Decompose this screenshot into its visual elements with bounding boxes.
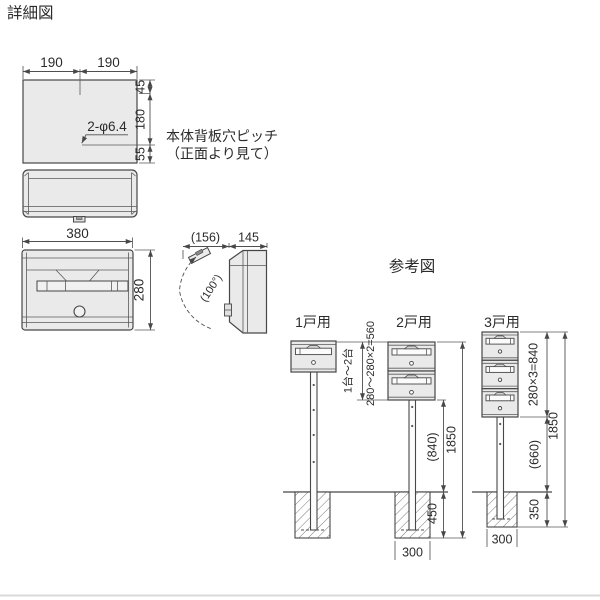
label-2-unit: 2戸用 xyxy=(396,314,432,330)
dim-450: 450 xyxy=(426,503,440,524)
dim-840: (840) xyxy=(426,432,440,461)
mailbox-unit xyxy=(387,341,436,372)
mailbox-unit xyxy=(290,340,337,373)
open-angle-label: (100°) xyxy=(198,272,224,304)
rear-note-line2: （正面より見て） xyxy=(166,146,278,162)
rear-panel-view: 190 190 45 180 55 2-φ6.4 本体背板穴ピッチ （正面より見… xyxy=(22,55,278,164)
dim-190-left: 190 xyxy=(40,55,63,70)
column-2-unit: 1台～2台 280～280×2=560 (840) 450 1850 300 xyxy=(336,321,466,560)
dim-stack-3: 280×3=840 xyxy=(527,343,541,406)
dim-300-2: 300 xyxy=(402,546,423,560)
rear-note-line1: 本体背板穴ピッチ xyxy=(166,128,278,144)
lock-circle xyxy=(73,305,86,318)
reference-title: 参考図 xyxy=(389,258,436,276)
dim-180: 180 xyxy=(134,109,148,130)
top-view-outline xyxy=(22,169,138,218)
latch-tab-detail xyxy=(76,216,83,220)
reference-figure: 参考図 1戸用 2戸用 3戸用 xyxy=(283,258,568,560)
dim-660: (660) xyxy=(528,440,542,469)
label-1-unit: 1戸用 xyxy=(295,314,331,330)
dim-stack-2: 280～280×2=560 xyxy=(365,321,377,406)
door-open-flap xyxy=(187,246,212,265)
dim-55: 55 xyxy=(134,147,148,161)
column-1-unit xyxy=(290,340,337,539)
dim-1850-2: 1850 xyxy=(445,426,459,454)
front-view: 380 280 xyxy=(21,226,155,331)
mail-slot xyxy=(36,280,129,292)
dim-280: 280 xyxy=(132,279,147,302)
flap-slopes xyxy=(55,269,100,282)
dim-units-range: 1台～2台 xyxy=(341,348,355,393)
post-holes xyxy=(499,422,502,446)
extension-lines xyxy=(486,331,568,547)
dim-350: 350 xyxy=(528,499,542,520)
column-3-unit: 280×3=840 (660) 350 1850 300 xyxy=(481,331,568,547)
dim-380: 380 xyxy=(66,226,89,241)
corner-marks xyxy=(24,172,136,215)
mail-slot-dividers xyxy=(46,281,118,291)
mount-post xyxy=(309,371,318,531)
mount-post xyxy=(496,416,505,520)
dim-300-3: 300 xyxy=(492,533,513,547)
post-holes xyxy=(411,405,414,428)
page-title: 詳細図 xyxy=(7,4,54,22)
dim-45: 45 xyxy=(134,80,148,94)
label-3-unit: 3戸用 xyxy=(484,314,520,330)
mailbox-unit xyxy=(387,370,436,401)
side-body-lines xyxy=(229,250,267,333)
post-holes xyxy=(312,383,315,464)
mailbox-unit xyxy=(481,359,519,390)
side-view: (156) 145 (100°) xyxy=(179,231,268,334)
dim-156: (156) xyxy=(191,231,220,245)
dim-190-right: 190 xyxy=(97,55,120,70)
side-body xyxy=(228,249,268,334)
mount-post xyxy=(408,399,417,531)
top-view-panel-lines xyxy=(23,173,137,214)
top-view xyxy=(22,169,138,223)
mailbox-unit xyxy=(481,388,519,418)
door-flap-tab xyxy=(195,248,204,256)
mailbox-unit xyxy=(481,331,519,361)
dim-145: 145 xyxy=(238,231,259,245)
dim-1850-3: 1850 xyxy=(547,412,561,440)
hole-callout-label: 2-φ6.4 xyxy=(87,119,127,134)
hole-leader-line xyxy=(81,134,128,144)
